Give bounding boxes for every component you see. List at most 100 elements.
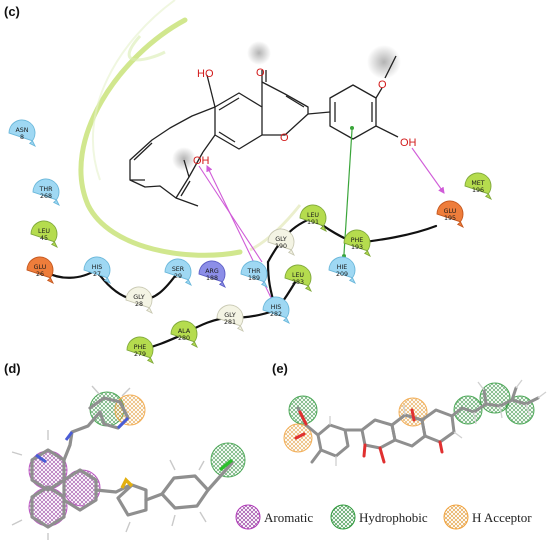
- residue-bubble: [125, 286, 154, 315]
- oxygen-atom: [410, 408, 416, 422]
- residue-bubble: [299, 204, 328, 233]
- residue-bubble: [328, 256, 357, 285]
- residue-bubble: [198, 260, 227, 289]
- oxygen-atom: [378, 446, 386, 464]
- oxygen-atom: [362, 443, 367, 458]
- pharmacophore-d: [11, 385, 246, 540]
- residue-name: SER: [172, 266, 185, 273]
- oxygen-atom: [438, 440, 444, 454]
- residue-number: 29: [174, 273, 182, 280]
- residue-bubble: [240, 260, 269, 289]
- aromatic-legend-icon: [235, 504, 261, 530]
- hydroxyl-bottom-label: OH: [193, 155, 210, 167]
- residue-bubble: [262, 296, 291, 325]
- residue-name: HIS: [271, 304, 282, 311]
- residue-name: PHE: [351, 237, 364, 244]
- residue-number: 190: [275, 243, 287, 250]
- residue-name: ARG: [205, 268, 219, 275]
- residue-name: ALA: [178, 328, 191, 335]
- residue-bubble: [26, 256, 55, 285]
- residue-name: GLU: [444, 208, 457, 215]
- ligand-atom-labels: O O HO OH OH O: [193, 67, 417, 167]
- residue-name: GLU: [34, 264, 47, 271]
- feature-legend: Aromatic Hydrophobic H Acceptor: [235, 504, 532, 530]
- residue-number: 188: [206, 275, 218, 282]
- residue-bubble: [284, 264, 313, 293]
- residue-bubble: [32, 178, 61, 207]
- residue-number: 268: [40, 193, 52, 200]
- ring-oxygen-label: O: [280, 132, 289, 144]
- ligand-structure: [129, 55, 399, 207]
- panel-label-c: (c): [4, 4, 20, 19]
- residue-name: LEU: [292, 272, 304, 279]
- nitrogen-atom: [116, 416, 130, 430]
- residue-name: HIE: [337, 264, 348, 271]
- residue-number: 189: [248, 275, 260, 282]
- nitrogen-atom: [64, 431, 74, 441]
- acceptor-sphere: [114, 394, 146, 426]
- residue-number: 283: [292, 279, 304, 286]
- oxygen-atom: [298, 410, 308, 426]
- residue-number: 27: [93, 271, 101, 278]
- residue-bubble: [8, 119, 37, 148]
- residue-number: 280: [178, 335, 190, 342]
- acceptor-legend-icon: [443, 504, 469, 530]
- residue-name: MET: [471, 180, 484, 187]
- residue-bubble: [216, 304, 245, 333]
- residue-number: 209: [336, 271, 348, 278]
- residue-number: 196: [472, 187, 484, 194]
- panel-label-e: (e): [272, 361, 288, 376]
- residue-name: PHE: [134, 344, 147, 351]
- hydrophobic-sphere: [210, 442, 246, 478]
- chlorine-atom: [218, 458, 234, 472]
- oxo-oxygen-label: O: [256, 67, 265, 79]
- oxygen-atom: [294, 432, 306, 440]
- residue-number: 281: [224, 319, 236, 326]
- residue-number: 282: [270, 311, 282, 318]
- residue-bubble: [343, 229, 372, 258]
- residue-name: GLY: [133, 294, 145, 301]
- hydroxyl-top-label: HO: [197, 68, 214, 80]
- legend-hydrophobic-label: Hydrophobic: [359, 510, 428, 525]
- residue-number: 195: [444, 215, 456, 222]
- legend-acceptor-label: H Acceptor: [472, 510, 532, 525]
- residue-name: THR: [247, 268, 262, 275]
- residue-number: 193: [351, 244, 363, 251]
- residue-number: 28: [135, 301, 143, 308]
- residue-bubble: [464, 172, 493, 201]
- residue-number: 45: [40, 235, 48, 242]
- residue-number: 26: [36, 271, 44, 278]
- hydrophobic-legend-icon: [330, 504, 356, 530]
- hydroxyl-right-label: OH: [400, 137, 417, 149]
- residue-number: 279: [134, 351, 146, 358]
- methoxy-oxygen-label: O: [378, 79, 387, 91]
- residue-name: THR: [39, 186, 54, 193]
- residue-name: LEU: [38, 228, 50, 235]
- residue-number: 191: [307, 219, 319, 226]
- residue-bubble: [170, 320, 199, 349]
- sulfur-atom: [120, 477, 134, 489]
- residue-bubble: [83, 256, 112, 285]
- residue-name: HIS: [92, 264, 103, 271]
- pocket-outline: [78, 0, 302, 258]
- legend-aromatic-label: Aromatic: [264, 510, 313, 525]
- residue-name: ASN: [15, 127, 28, 134]
